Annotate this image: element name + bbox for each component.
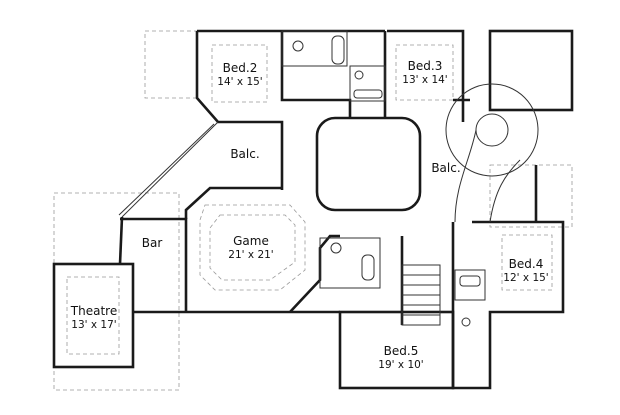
room-name: Bed.5 xyxy=(383,344,419,359)
room-size: 21' x 21' xyxy=(228,248,274,261)
room-label-game: Game 21' x 21' xyxy=(228,234,274,261)
room-label-bed-2: Bed.2 14' x 15' xyxy=(217,61,263,88)
walls xyxy=(52,29,574,390)
room-size: 13' x 17' xyxy=(71,318,117,331)
spiral-staircase xyxy=(445,83,539,223)
room-name: Theatre xyxy=(70,304,118,319)
dashed-outlines xyxy=(53,30,573,391)
room-label-bed-4: Bed.4 12' x 15' xyxy=(503,257,549,284)
room-label-bed-5: Bed.5 19' x 10' xyxy=(378,344,424,371)
room-name: Bed.4 xyxy=(508,257,544,272)
room-label-bar: Bar xyxy=(141,236,163,251)
room-name: Bed.3 xyxy=(407,59,443,74)
room-name: Balc. xyxy=(431,161,461,176)
room-size: 13' x 14' xyxy=(402,73,448,86)
straight-staircase xyxy=(401,264,441,326)
room-size: 12' x 15' xyxy=(503,271,549,284)
room-name: Balc. xyxy=(230,147,260,162)
room-name: Bed.2 xyxy=(222,61,258,76)
room-label-balcony-left: Balc. xyxy=(230,147,260,162)
room-label-balcony-right: Balc. xyxy=(431,161,461,176)
bathroom-fixtures xyxy=(281,30,486,327)
room-name: Bar xyxy=(141,236,163,251)
room-name: Game xyxy=(233,234,269,249)
room-label-bed-3: Bed.3 13' x 14' xyxy=(402,59,448,86)
room-size: 19' x 10' xyxy=(378,358,424,371)
room-size: 14' x 15' xyxy=(217,75,263,88)
room-label-theatre: Theatre 13' x 17' xyxy=(70,304,118,331)
